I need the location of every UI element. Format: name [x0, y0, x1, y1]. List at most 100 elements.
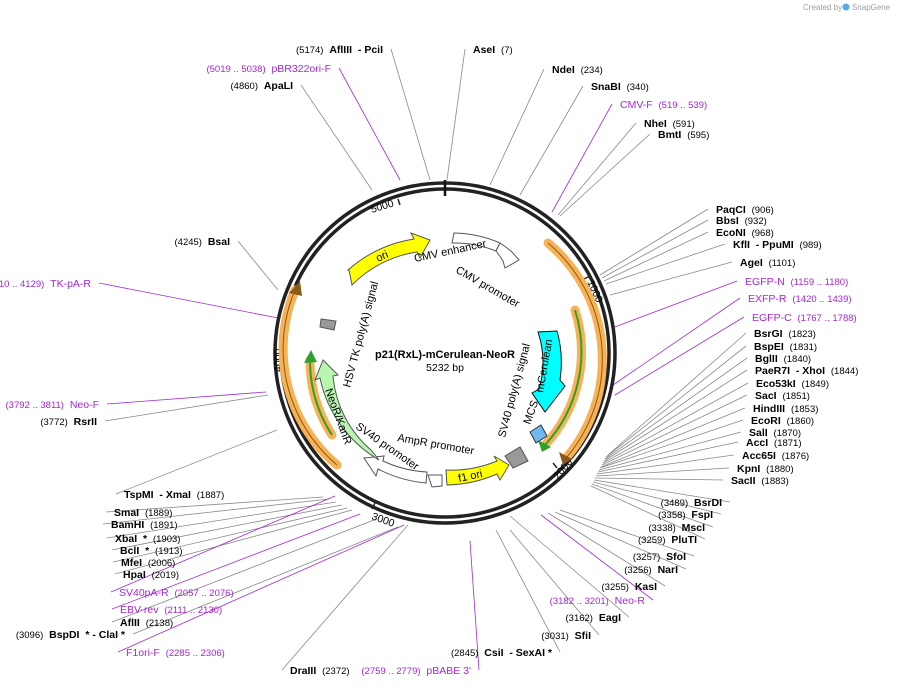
enzyme-label-fspi[interactable]: (3358) FspI [658, 509, 713, 521]
feature-mcerulean[interactable] [531, 330, 566, 413]
enzyme-label-bbsi[interactable]: BbsI (932) [716, 215, 767, 227]
leader-line-sacii [594, 477, 724, 481]
enzyme-label-msci[interactable]: (3338) MscI [648, 522, 705, 534]
primer-label-neo-f[interactable]: (3792 .. 3811) Neo-F [6, 399, 99, 411]
enzyme-label-bsrgi[interactable]: BsrGI (1823) [754, 328, 816, 340]
enzyme-label-afliii[interactable]: (5174) AflIII - PciI [296, 44, 383, 56]
leader-line-apali [300, 84, 373, 191]
site-position: (2372) [322, 666, 349, 677]
site-position: (906) [752, 205, 774, 216]
enzyme-label-nhei[interactable]: NheI (591) [644, 118, 695, 130]
enzyme-label-tspmi[interactable]: TspMI - XmaI (1887) [124, 489, 224, 501]
enzyme-label-rsrii[interactable]: (3772) RsrII [40, 416, 97, 428]
enzyme-label-hindiii[interactable]: HindIII (1853) [753, 403, 818, 415]
feature-sv40-polya[interactable] [504, 446, 529, 469]
primer-label-pbabe-3-[interactable]: (2759 .. 2779) pBABE 3' [361, 665, 471, 677]
leader-line-afliii [390, 48, 431, 181]
site-position: (2285 .. 2306) [166, 648, 225, 659]
site-labels: (5174) AflIII - PciI AseI (7) (5019 .. 503… [0, 44, 858, 677]
enzyme-label-bmti[interactable]: BmtI (595) [658, 129, 709, 141]
enzyme-label-eagi[interactable]: (3162) EagI [566, 612, 622, 624]
feature-f1-ori[interactable] [445, 455, 510, 486]
enzyme-label-bglii[interactable]: BglII (1840) [755, 353, 811, 365]
site-name: EGFP-N [745, 276, 785, 288]
enzyme-label-bsrdi[interactable]: (3489) BsrDI [661, 497, 722, 509]
enzyme-label-kasi[interactable]: (3255) KasI [602, 581, 658, 593]
primer-label-ebv-rev[interactable]: EBV-rev (2111 .. 2130) [120, 604, 222, 616]
site-name: BsrDI [694, 497, 722, 509]
enzyme-label-sali[interactable]: SalI (1870) [749, 427, 801, 439]
enzyme-label-smai[interactable]: SmaI (1889) [114, 507, 172, 519]
enzyme-label-sfoi[interactable]: (3257) SfoI [633, 551, 686, 563]
leader-line-draiii [281, 524, 409, 671]
enzyme-label-aflii[interactable]: AflII (2138) [120, 617, 173, 629]
feature-mcs-label: MCS [522, 399, 542, 426]
site-name: BglII [755, 353, 778, 365]
primer-label-exfp-r[interactable]: EXFP-R (1420 .. 1439) [748, 293, 852, 305]
site-position: (968) [752, 228, 774, 239]
site-position: (1860) [787, 416, 814, 427]
credit-prefix: Created by [803, 3, 842, 12]
site-position: (340) [627, 82, 649, 93]
site-name: PaqCI [716, 204, 746, 216]
feature-cmv-promoter[interactable] [495, 242, 520, 269]
enzyme-label-ndei[interactable]: NdeI (234) [552, 64, 603, 76]
enzyme-label-bsai[interactable]: (4245) BsaI [175, 236, 231, 248]
feature-mcs[interactable] [529, 424, 548, 444]
feature-ori-label: ori [374, 249, 390, 265]
leader-line-saci [601, 394, 748, 466]
site-name: SV40pA-R [119, 587, 169, 599]
enzyme-label-bamhi[interactable]: BamHI (1891) [111, 519, 178, 531]
site-position: (2138) [146, 618, 173, 629]
enzyme-label-bcli[interactable]: BclI * (1913) [120, 545, 183, 557]
enzyme-label-asei[interactable]: AseI (7) [473, 44, 513, 56]
feature-ampr-promoter[interactable] [427, 474, 443, 488]
site-position: (1853) [791, 404, 818, 415]
enzyme-label-pluti[interactable]: (3259) PluTI [638, 534, 697, 546]
enzyme-label-apali[interactable]: (4860) ApaLI [231, 80, 294, 92]
enzyme-label-bspdi[interactable]: (3096) BspDI * - ClaI * [16, 629, 126, 641]
enzyme-label-ecori[interactable]: EcoRI (1860) [751, 415, 814, 427]
site-name: BmtI [658, 129, 681, 141]
site-name: BclI [120, 545, 139, 557]
enzyme-label-agei[interactable]: AgeI (1101) [740, 257, 795, 269]
enzyme-label-sacii[interactable]: SacII (1883) [731, 475, 789, 487]
primer-label-egfp-n[interactable]: EGFP-N (1159 .. 1180) [745, 276, 848, 288]
leader-line-kfli [605, 243, 726, 285]
feature-hsv-tk-polya[interactable] [319, 318, 337, 331]
enzyme-label-kpni[interactable]: KpnI (1880) [737, 463, 794, 475]
enzyme-label-snabi[interactable]: SnaBI (340) [591, 81, 649, 93]
site-position: (3259) [638, 535, 665, 546]
feature-hsv-tk-polya-label: HSV TK poly(A) signal [341, 280, 381, 389]
feature-ori[interactable] [346, 232, 431, 287]
enzyme-label-csii[interactable]: (2845) CsiI - SexAI * [451, 647, 553, 659]
enzyme-label-sfii[interactable]: (3031) SfiI [541, 630, 591, 642]
primer-label-neo-r[interactable]: (3182 .. 3201) Neo-R [550, 595, 646, 607]
feature-neor-kanr[interactable] [314, 359, 380, 461]
enzyme-label-eco53ki[interactable]: Eco53kI (1849) [756, 378, 829, 390]
enzyme-label-paer7i[interactable]: PaeR7I - XhoI (1844) [755, 365, 858, 377]
enzyme-label-kfli[interactable]: KflI - PpuMI (989) [733, 239, 822, 251]
enzyme-label-mfei[interactable]: MfeI (2006) [121, 557, 175, 569]
primer-label-f1ori-f[interactable]: F1ori-F (2285 .. 2306) [126, 647, 225, 659]
primer-label-cmv-f[interactable]: CMV-F (519 .. 539) [620, 99, 707, 111]
site-name: CsiI [484, 647, 503, 659]
enzyme-label-paqci[interactable]: PaqCI (906) [716, 204, 774, 216]
enzyme-label-econi[interactable]: EcoNI (968) [716, 227, 774, 239]
site-position: (1903) [153, 534, 180, 545]
enzyme-label-draiii[interactable]: DraIII (2372) [290, 665, 350, 677]
primer-label-pbr322ori-f[interactable]: (5019 .. 5038) pBR322ori-F [206, 63, 331, 75]
enzyme-label-saci[interactable]: SacI (1851) [755, 390, 810, 402]
enzyme-label-bspei[interactable]: BspEI (1831) [754, 341, 817, 353]
enzyme-label-acc65i[interactable]: Acc65I (1876) [742, 450, 809, 462]
site-name: BspEI [754, 341, 784, 353]
primer-label-egfp-c[interactable]: EGFP-C (1767 .. 1788) [752, 312, 857, 324]
site-name: RsrII [74, 416, 97, 428]
primer-label-tk-pa-r[interactable]: (4110 .. 4129) TK-pA-R [0, 278, 91, 290]
enzyme-label-hpai[interactable]: HpaI (2019) [123, 569, 179, 581]
enzyme-label-acci[interactable]: AccI (1871) [746, 437, 802, 449]
enzyme-label-nari[interactable]: (3256) NarI [624, 564, 678, 576]
site-name: HpaI [123, 569, 146, 581]
enzyme-label-xbai[interactable]: XbaI * (1903) [115, 533, 180, 545]
primer-label-sv40pa-r[interactable]: SV40pA-R (2057 .. 2076) [119, 587, 234, 599]
